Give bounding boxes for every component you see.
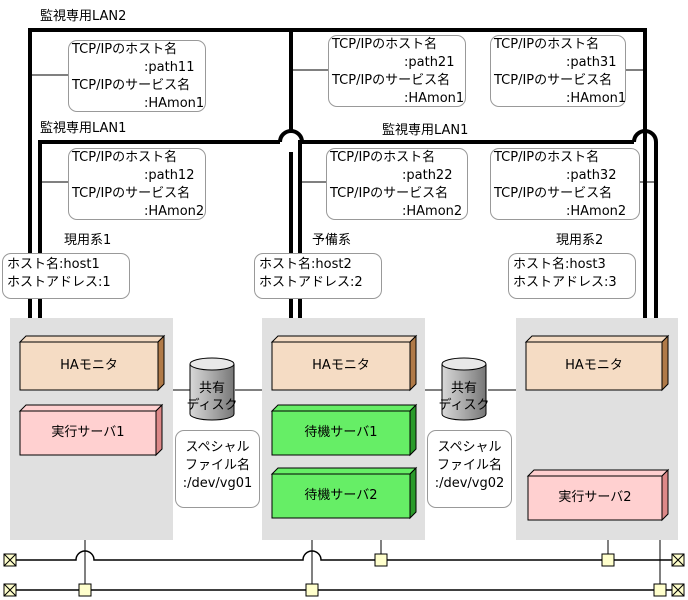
disk-2-label-line2: ディスク bbox=[438, 398, 490, 413]
lan-address-box-path21: TCP/IPのホスト名 :path21 TCP/IPのサービス名 :HAmon1 bbox=[328, 35, 466, 107]
lan-address-box-path22: TCP/IPのホスト名 :path22 TCP/IPのサービス名 :HAmon2 bbox=[326, 148, 468, 220]
service-name-label: TCP/IPのサービス名 bbox=[330, 186, 449, 201]
host-name-value: :path32 bbox=[566, 168, 617, 183]
shared-disk-1 bbox=[189, 357, 235, 421]
ha-monitor-label-3: HAモニタ bbox=[565, 358, 623, 373]
service-name-label: TCP/IPのサービス名 bbox=[332, 73, 451, 88]
standby-server-1-box bbox=[270, 403, 418, 457]
standby-server-2-box bbox=[270, 466, 418, 520]
role-label-active1: 現用系1 bbox=[64, 233, 112, 248]
standby-server-2-label: 待機サーバ2 bbox=[304, 488, 378, 503]
service-name-value: :HAmon2 bbox=[144, 204, 205, 219]
host-info-box-2: ホスト名:host2 ホストアドレス:2 bbox=[254, 253, 382, 299]
special-file-line1: スペシャル bbox=[437, 440, 502, 455]
host-info-box-1: ホスト名:host1 ホストアドレス:1 bbox=[2, 253, 130, 299]
service-name-value: :HAmon2 bbox=[402, 204, 463, 219]
service-name-value: :HAmon1 bbox=[404, 91, 465, 106]
exec-server-2-label: 実行サーバ2 bbox=[558, 490, 632, 505]
host-name-line: ホスト名:host3 bbox=[513, 257, 606, 272]
exec-server-1-box bbox=[18, 403, 164, 457]
special-file-line2: ファイル名 bbox=[436, 458, 502, 473]
host-name-label: TCP/IPのホスト名 bbox=[72, 150, 178, 165]
standby-server-1-label: 待機サーバ1 bbox=[304, 425, 378, 440]
lan-address-box-path32: TCP/IPのホスト名 :path32 TCP/IPのサービス名 :HAmon2 bbox=[490, 148, 640, 220]
special-file-box-2: スペシャル ファイル名 :/dev/vg02 bbox=[427, 430, 512, 508]
service-name-value: :HAmon2 bbox=[566, 204, 627, 219]
bus-lines bbox=[10, 550, 678, 591]
host-name-value: :path11 bbox=[144, 60, 195, 75]
service-name-value: :HAmon1 bbox=[566, 91, 627, 106]
host-name-label: TCP/IPのホスト名 bbox=[332, 37, 438, 52]
lan2-label: 監視専用LAN2 bbox=[40, 9, 127, 24]
lan1-right-label: 監視専用LAN1 bbox=[382, 123, 469, 138]
role-label-active2: 現用系2 bbox=[556, 233, 604, 248]
ha-monitor-box-3 bbox=[524, 334, 670, 392]
host-name-label: TCP/IPのホスト名 bbox=[494, 37, 600, 52]
service-name-value: :HAmon1 bbox=[144, 96, 205, 111]
host-name-value: :path12 bbox=[144, 168, 195, 183]
host-info-box-3: ホスト名:host3 ホストアドレス:3 bbox=[508, 253, 636, 299]
ha-monitor-box-2 bbox=[270, 334, 418, 392]
connector-lines bbox=[30, 69, 661, 590]
role-label-standby: 予備系 bbox=[312, 233, 352, 248]
lan1-left-label: 監視専用LAN1 bbox=[40, 121, 127, 136]
host-address-line: ホストアドレス:1 bbox=[7, 275, 111, 290]
host-name-line: ホスト名:host1 bbox=[7, 257, 100, 272]
host-name-label: TCP/IPのホスト名 bbox=[72, 42, 178, 57]
service-name-label: TCP/IPのサービス名 bbox=[494, 186, 613, 201]
exec-server-2-box bbox=[526, 468, 670, 522]
ha-monitor-box-1 bbox=[18, 334, 166, 392]
disk-2-label-line1: 共有 bbox=[450, 381, 477, 396]
host-name-line: ホスト名:host2 bbox=[259, 257, 352, 272]
disk-1-label-line2: ディスク bbox=[186, 398, 238, 413]
host-name-label: TCP/IPのホスト名 bbox=[494, 150, 600, 165]
host-address-line: ホストアドレス:2 bbox=[259, 275, 363, 290]
exec-server-1-label: 実行サーバ1 bbox=[51, 425, 125, 440]
shared-disk-2 bbox=[441, 357, 487, 421]
special-file-path: :/dev/vg02 bbox=[434, 476, 505, 491]
special-file-line2: ファイル名 bbox=[184, 458, 250, 473]
host-address-line: ホストアドレス:3 bbox=[513, 275, 617, 290]
ha-monitor-label-1: HAモニタ bbox=[60, 358, 118, 373]
disk-1-label-line1: 共有 bbox=[198, 381, 225, 396]
service-name-label: TCP/IPのサービス名 bbox=[72, 186, 191, 201]
special-file-path: :/dev/vg01 bbox=[182, 476, 253, 491]
host-name-label: TCP/IPのホスト名 bbox=[330, 150, 436, 165]
special-file-box-1: スペシャル ファイル名 :/dev/vg01 bbox=[175, 430, 260, 508]
ha-monitor-label-2: HAモニタ bbox=[312, 358, 370, 373]
special-file-line1: スペシャル bbox=[185, 440, 250, 455]
service-name-label: TCP/IPのサービス名 bbox=[72, 78, 191, 93]
host-name-value: :path31 bbox=[566, 55, 617, 70]
host-name-value: :path21 bbox=[404, 55, 455, 70]
service-name-label: TCP/IPのサービス名 bbox=[494, 73, 613, 88]
lan-address-box-path11: TCP/IPのホスト名 :path11 TCP/IPのサービス名 :HAmon1 bbox=[68, 40, 206, 112]
lan-address-box-path31: TCP/IPのホスト名 :path31 TCP/IPのサービス名 :HAmon1 bbox=[490, 35, 626, 107]
bus-terminals bbox=[3, 553, 685, 597]
host-name-value: :path22 bbox=[402, 168, 453, 183]
lan-address-box-path12: TCP/IPのホスト名 :path12 TCP/IPのサービス名 :HAmon2 bbox=[68, 148, 206, 220]
